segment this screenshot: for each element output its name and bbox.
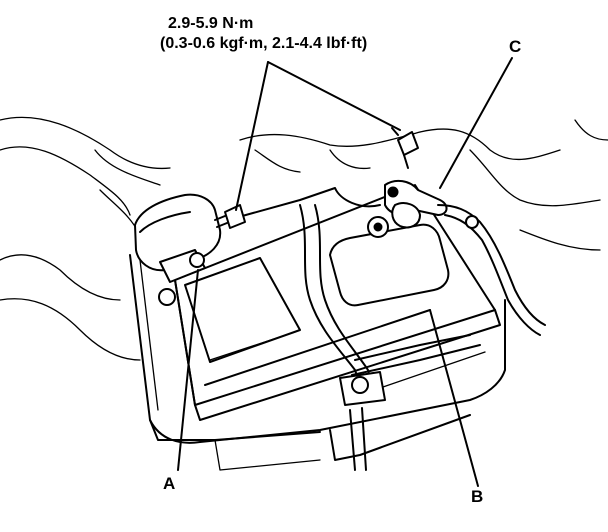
callout-c: C (509, 37, 522, 56)
hold-down-bolt (214, 204, 246, 229)
torque-spec-nm: 2.9-5.9 N·m (168, 15, 254, 32)
background-contours (0, 116, 608, 361)
upper-bolt (391, 127, 419, 169)
battery-tray (129, 254, 506, 471)
positive-terminal-cable (384, 179, 546, 336)
callout-leaders (177, 57, 513, 487)
torque-spec-alt-units: (0.3-0.6 kgf·m, 2.1-4.4 lbf·ft) (160, 35, 368, 52)
negative-cable (367, 216, 389, 238)
torque-leader-lines (235, 61, 401, 211)
callout-b: B (471, 487, 484, 506)
battery-hold-down-bracket (234, 187, 481, 471)
terminal-cover (134, 193, 222, 306)
callout-a: A (163, 474, 176, 493)
battery-body (174, 184, 501, 421)
